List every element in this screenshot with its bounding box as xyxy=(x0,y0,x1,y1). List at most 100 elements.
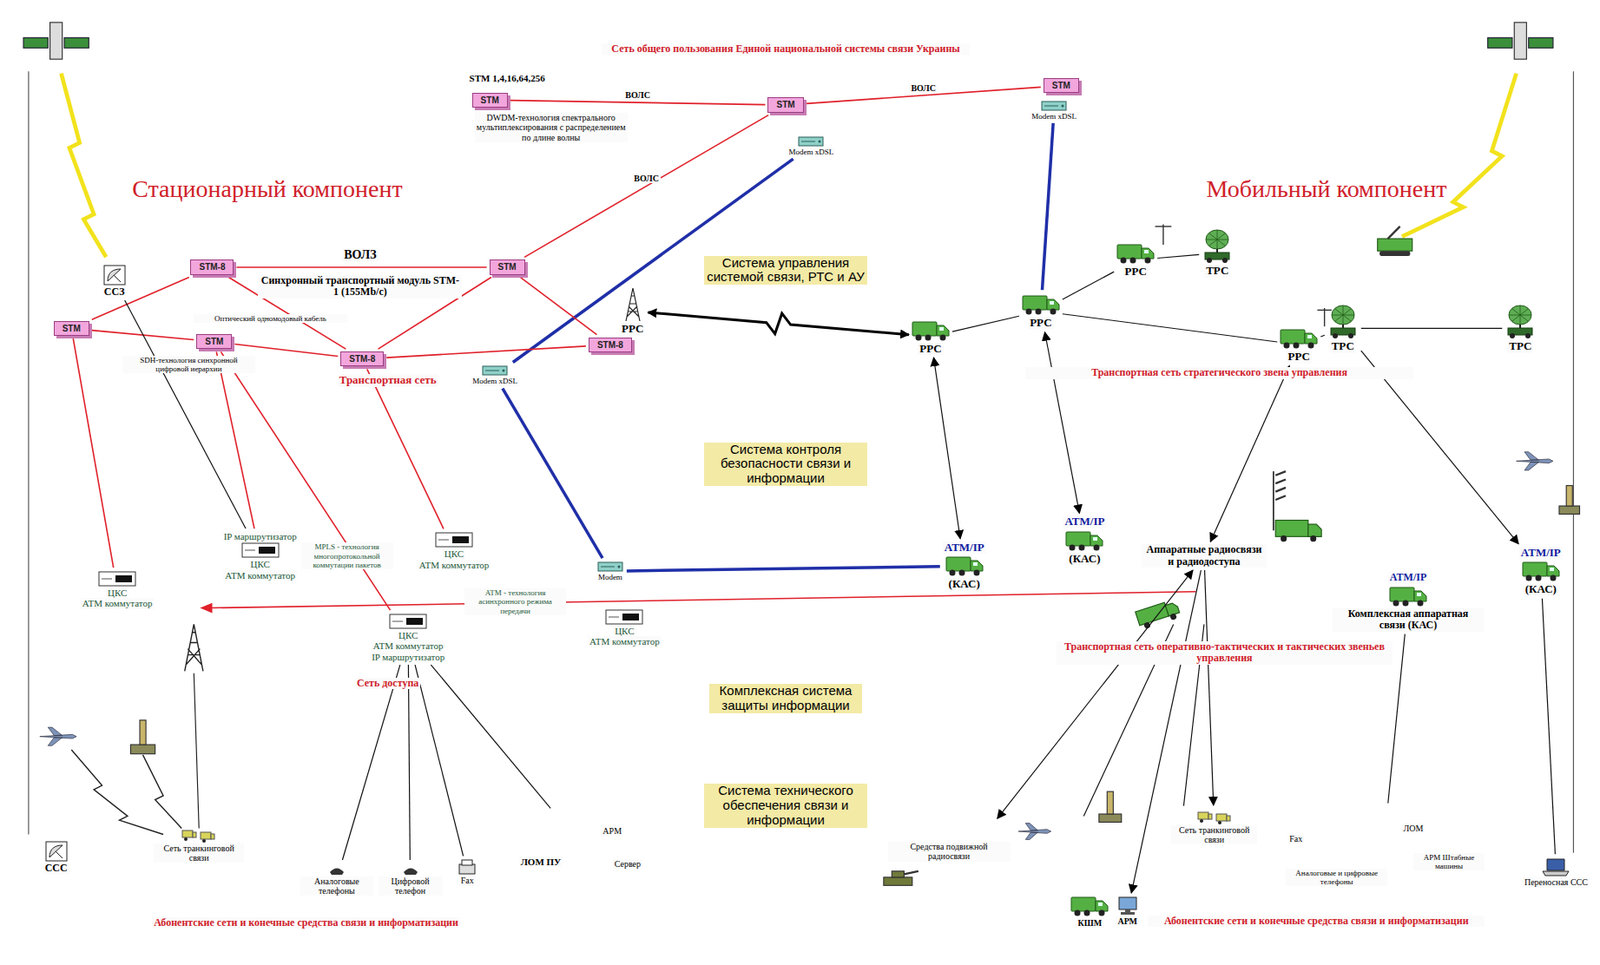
switch-shape xyxy=(406,618,423,626)
dashed-outline xyxy=(858,823,1060,912)
satellite-body xyxy=(50,22,63,60)
truck-shape xyxy=(1093,537,1098,541)
fax-node: Fax xyxy=(457,858,477,886)
connector xyxy=(647,312,909,336)
connector xyxy=(234,343,338,356)
truck-shape xyxy=(1416,592,1422,597)
modem-icon xyxy=(481,365,508,376)
antenna-mast xyxy=(1155,224,1332,328)
node-label: Комплексная система защиты информации xyxy=(709,684,863,714)
node-label: ATM/IP xyxy=(942,541,987,555)
node-label: ATM коммутатор xyxy=(417,559,492,571)
node-label: Оптический одномодовый кабель xyxy=(193,314,347,323)
vehicle-antenna xyxy=(1388,226,1401,239)
edge-label: ВОЛС xyxy=(632,173,661,184)
modem-node: Modem xDSL xyxy=(470,364,520,386)
trunk-shape xyxy=(210,834,215,840)
node-label: РРС xyxy=(619,322,646,336)
phone-icon xyxy=(401,863,420,876)
truck-icon xyxy=(911,319,950,343)
switch-node: ЦКСATM коммутаторIP маршрутизатор xyxy=(369,612,447,663)
connector xyxy=(367,368,444,529)
switch-shape xyxy=(242,543,279,558)
satst-shape xyxy=(107,269,121,282)
truck-shape xyxy=(1307,335,1312,339)
dashed-group-ellipse-outline xyxy=(856,821,1061,914)
disc-rim xyxy=(838,510,1596,676)
aircraft-shape xyxy=(1018,823,1052,841)
node-label: Сеть транкинговой связи xyxy=(153,843,244,863)
truck-node: ATM/IP(КАС) xyxy=(1062,515,1107,566)
connector xyxy=(430,665,551,809)
antenna-elements xyxy=(1275,471,1286,501)
connector xyxy=(125,300,246,529)
node-label: ВОЛЗ xyxy=(342,248,378,263)
truck-shape xyxy=(1071,897,1096,912)
modem-shape xyxy=(798,137,824,146)
truck-shape xyxy=(1308,342,1315,349)
modem-node: Modem xDSL xyxy=(1029,99,1079,121)
dish-shape xyxy=(1342,324,1344,329)
truck-shape xyxy=(1525,575,1532,582)
stm-module-box: STM xyxy=(53,321,90,336)
tank-hull xyxy=(883,877,913,886)
disc-rim xyxy=(12,535,736,691)
laptop-shape xyxy=(1542,871,1569,876)
connector xyxy=(520,277,598,336)
dish-icon xyxy=(1201,229,1233,264)
truck-shape xyxy=(1280,329,1305,344)
mast xyxy=(1272,471,1275,531)
truck-shape xyxy=(1144,250,1149,254)
disc-face xyxy=(823,794,1595,949)
disc-rim xyxy=(838,230,1596,385)
node-label: Сеть общего пользования Единой националь… xyxy=(601,43,969,55)
tank xyxy=(883,871,919,886)
truck-icon xyxy=(1021,293,1061,317)
node-label: Fax xyxy=(459,875,476,886)
switch-icon xyxy=(434,532,474,548)
truck-shape xyxy=(946,557,971,572)
caption-label: Мобильный компонент xyxy=(1204,175,1449,203)
node-label: АРМ xyxy=(600,826,624,837)
switch-shape xyxy=(115,575,132,583)
network-layer-disc: MPLS - технология многопротокольной комм… xyxy=(10,525,738,694)
switch-shape xyxy=(452,536,469,544)
node-label: Сеть транкинговой связи xyxy=(1171,825,1258,845)
satst-shape xyxy=(46,842,67,862)
node-label: РРС xyxy=(1286,350,1312,364)
satst-shape xyxy=(104,265,126,285)
truck-shape xyxy=(1095,901,1108,912)
satellite-radio-link xyxy=(1402,73,1517,238)
node-label: ATM/IP xyxy=(1519,546,1563,560)
satst-node: ССЗ xyxy=(102,263,127,298)
truck-shape xyxy=(1283,342,1291,349)
connector xyxy=(510,100,766,106)
dish-node: ТРС xyxy=(1504,303,1536,354)
connector xyxy=(1157,254,1199,258)
satst-node: ССС xyxy=(43,840,70,875)
switch-shape xyxy=(392,621,403,623)
node-label: ATM коммутатор xyxy=(80,598,155,609)
truck-shape xyxy=(1098,902,1103,907)
connector xyxy=(72,338,113,568)
stm-label: STM xyxy=(774,99,797,110)
node-label: ЦКС xyxy=(396,630,420,641)
connector xyxy=(626,566,941,572)
node-label: Абонентские сети и конечные средства свя… xyxy=(1147,915,1485,928)
switch-shape xyxy=(622,613,639,621)
node-label: Система технического обеспечения связи и… xyxy=(704,783,868,828)
node-label: Modem xDSL xyxy=(787,147,837,157)
truck-shape xyxy=(1417,599,1424,606)
truck-shape xyxy=(1090,535,1103,547)
switch-shape xyxy=(244,550,256,552)
disc-rim xyxy=(823,801,1595,956)
network-layer-disc: Сеть общего пользования Единой националь… xyxy=(438,15,1133,179)
switch-icon xyxy=(605,609,644,626)
trunk-shape xyxy=(1216,814,1227,822)
dashed-group-ellipse: ЛОМ ПУАРМСервер xyxy=(500,810,674,893)
wheel xyxy=(1280,535,1287,542)
modem-shape xyxy=(818,140,822,144)
truck-icon xyxy=(945,554,984,578)
laptop-shape xyxy=(1547,859,1565,871)
